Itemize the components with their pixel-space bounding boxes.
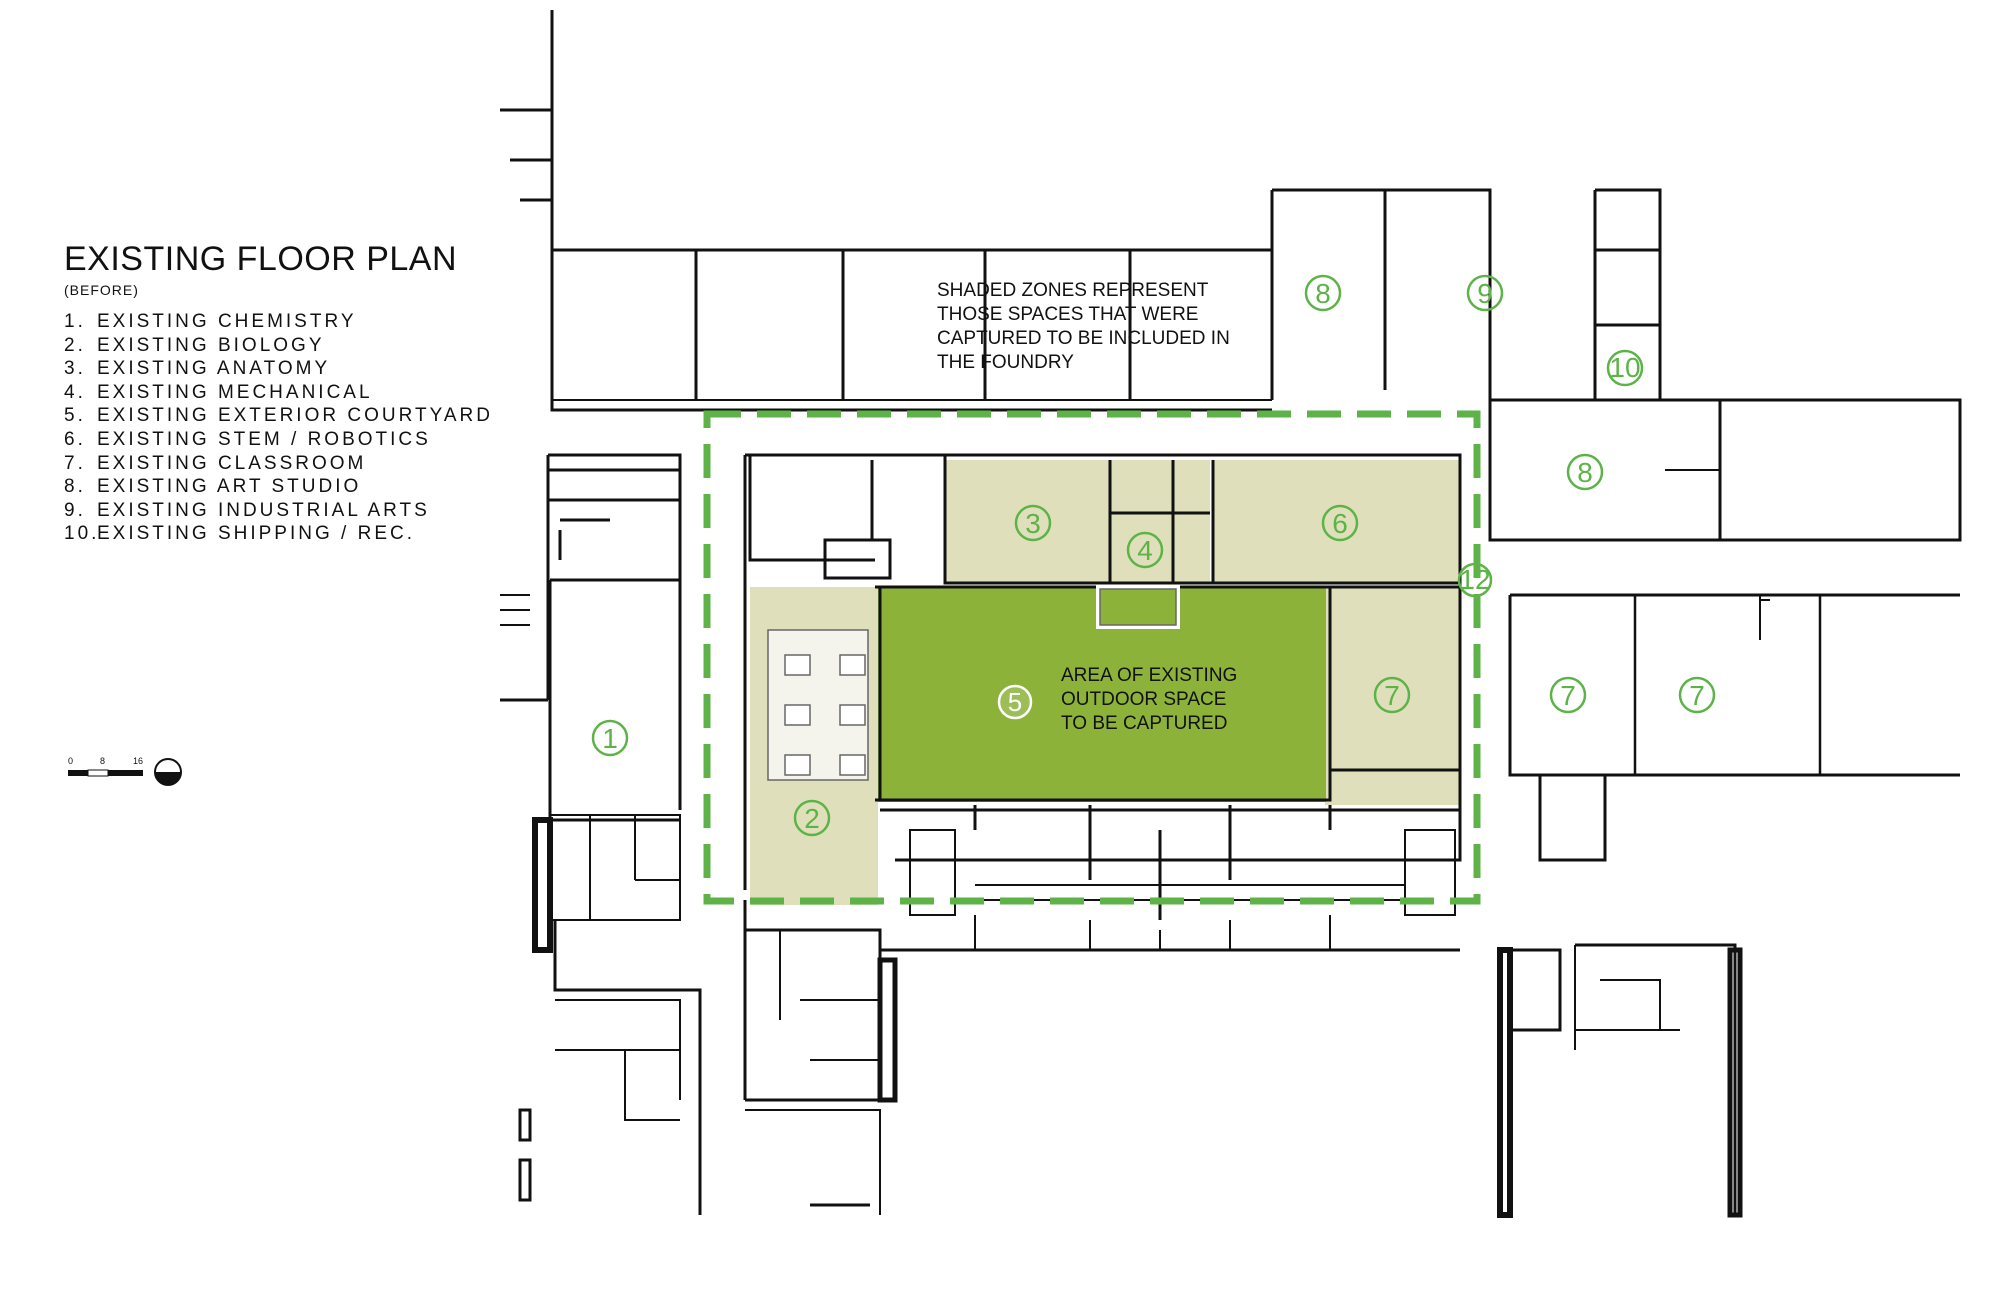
- room-label-courtyard: 5: [997, 684, 1033, 720]
- legend-item-label: EXISTING MECHANICAL: [97, 381, 373, 403]
- legend: EXISTING FLOOR PLAN (BEFORE) 1. EXISTING …: [64, 240, 544, 546]
- legend-item-label: EXISTING BIOLOGY: [97, 334, 325, 356]
- svg-text:9: 9: [1477, 278, 1493, 309]
- legend-item-number: 7.: [64, 452, 86, 474]
- note-line: THOSE SPACES THAT WERE: [937, 304, 1198, 325]
- legend-item-number: 10.: [64, 523, 100, 545]
- lab-benches: [767, 629, 869, 781]
- room-label-industrial-arts: 9: [1466, 274, 1504, 312]
- legend-item-number: 8.: [64, 476, 86, 498]
- legend-item-number: 4.: [64, 381, 86, 403]
- svg-text:7: 7: [1689, 680, 1705, 711]
- svg-text:3: 3: [1025, 508, 1041, 539]
- courtyard-area: [878, 587, 1326, 802]
- legend-subtitle: (BEFORE): [64, 282, 139, 298]
- scale-bar-tick: 16: [133, 756, 143, 766]
- svg-text:10: 10: [1609, 352, 1640, 383]
- scale-bar-tick: 8: [100, 756, 105, 766]
- room-label-shipping-rec: 10: [1606, 349, 1644, 387]
- room-labels: 1 2 3 4 5 6 7 7: [591, 274, 1716, 837]
- svg-text:7: 7: [1384, 680, 1400, 711]
- scale-bar-tick: 0: [68, 756, 73, 766]
- legend-item-label: EXISTING EXTERIOR COURTYARD: [97, 405, 493, 427]
- room-label-classroom-east-b: 7: [1678, 676, 1716, 714]
- room-label-classroom-inner: 7: [1373, 676, 1411, 714]
- shaded-zone-stem: [1213, 460, 1460, 583]
- svg-text:8: 8: [1315, 278, 1331, 309]
- legend-item: 6. EXISTING STEM / ROBOTICS: [64, 428, 544, 452]
- legend-item-label: EXISTING CLASSROOM: [97, 452, 367, 474]
- north-arrow-icon: [154, 758, 182, 786]
- room-label-mechanical: 4: [1126, 531, 1164, 569]
- note-line: SHADED ZONES REPRESENT: [937, 280, 1209, 301]
- legend-item: 8. EXISTING ART STUDIO: [64, 475, 544, 499]
- legend-item-label: EXISTING SHIPPING / REC.: [97, 523, 415, 545]
- svg-text:1: 1: [602, 723, 618, 754]
- legend-item-number: 3.: [64, 358, 86, 380]
- note-line: CAPTURED TO BE INCLUDED IN: [937, 328, 1230, 349]
- scale-bar-segment: [108, 770, 143, 776]
- legend-item-label: EXISTING ANATOMY: [97, 358, 331, 380]
- scale-bar-segment: [68, 770, 88, 776]
- shaded-zone-anatomy: [945, 460, 1110, 583]
- legend-item: 1. EXISTING CHEMISTRY: [64, 310, 544, 334]
- legend-item: 7. EXISTING CLASSROOM: [64, 452, 544, 476]
- shaded-zones-note: SHADED ZONES REPRESENT THOSE SPACES THAT…: [937, 280, 1230, 373]
- capture-boundary: [703, 410, 1481, 905]
- svg-text:6: 6: [1332, 508, 1348, 539]
- legend-item-number: 6.: [64, 428, 86, 450]
- legend-item-number: 2.: [64, 334, 86, 356]
- note-line: TO BE CAPTURED: [1061, 713, 1227, 734]
- room-label-east-corridor: 12: [1457, 562, 1493, 598]
- legend-item-number: 9.: [64, 499, 86, 521]
- note-line: AREA OF EXISTING: [1061, 665, 1237, 686]
- room-label-classroom-east-a: 7: [1549, 676, 1587, 714]
- legend-title: EXISTING FLOOR PLAN: [64, 240, 458, 278]
- legend-item: 4. EXISTING MECHANICAL: [64, 381, 544, 405]
- scale-bar-segment: [87, 769, 109, 777]
- svg-text:7: 7: [1560, 680, 1576, 711]
- scale-bar: 0 8 16: [68, 756, 143, 777]
- legend-item-number: 1.: [64, 311, 86, 332]
- legend-item-number: 5.: [64, 405, 86, 427]
- room-label-biology: 2: [793, 799, 831, 837]
- room-label-art-studio-east: 8: [1566, 453, 1604, 491]
- legend-item-label: EXISTING ART STUDIO: [97, 476, 362, 498]
- legend-item-label: EXISTING INDUSTRIAL ARTS: [97, 499, 430, 521]
- courtyard-note: AREA OF EXISTING OUTDOOR SPACE TO BE CAP…: [1061, 665, 1237, 734]
- legend-item-label: EXISTING CHEMISTRY: [97, 311, 357, 332]
- svg-text:2: 2: [804, 803, 820, 834]
- note-line: OUTDOOR SPACE: [1061, 689, 1226, 710]
- legend-item: 10.EXISTING SHIPPING / REC.: [64, 522, 544, 546]
- legend-item: 2. EXISTING BIOLOGY: [64, 334, 544, 358]
- walls: [500, 10, 1962, 1218]
- room-label-stem-robotics: 6: [1321, 504, 1359, 542]
- legend-item-label: EXISTING STEM / ROBOTICS: [97, 428, 431, 450]
- legend-list: 1.EXISTING CHEMISTRY 2.EXISTING BIOLOGY …: [64, 310, 544, 546]
- svg-text:12: 12: [1459, 564, 1490, 595]
- room-label-chemistry: 1: [591, 719, 629, 757]
- legend-item: 9. EXISTING INDUSTRIAL ARTS: [64, 499, 544, 523]
- svg-text:5: 5: [1008, 687, 1022, 717]
- shaded-zone-mechanical: [1110, 460, 1210, 583]
- svg-text:4: 4: [1137, 535, 1153, 566]
- room-label-art-studio-north: 8: [1304, 274, 1342, 312]
- note-line: THE FOUNDRY: [937, 352, 1074, 373]
- legend-item: 5. EXISTING EXTERIOR COURTYARD: [64, 404, 544, 428]
- room-label-anatomy: 3: [1014, 504, 1052, 542]
- legend-item: 3. EXISTING ANATOMY: [64, 357, 544, 381]
- svg-text:8: 8: [1577, 457, 1593, 488]
